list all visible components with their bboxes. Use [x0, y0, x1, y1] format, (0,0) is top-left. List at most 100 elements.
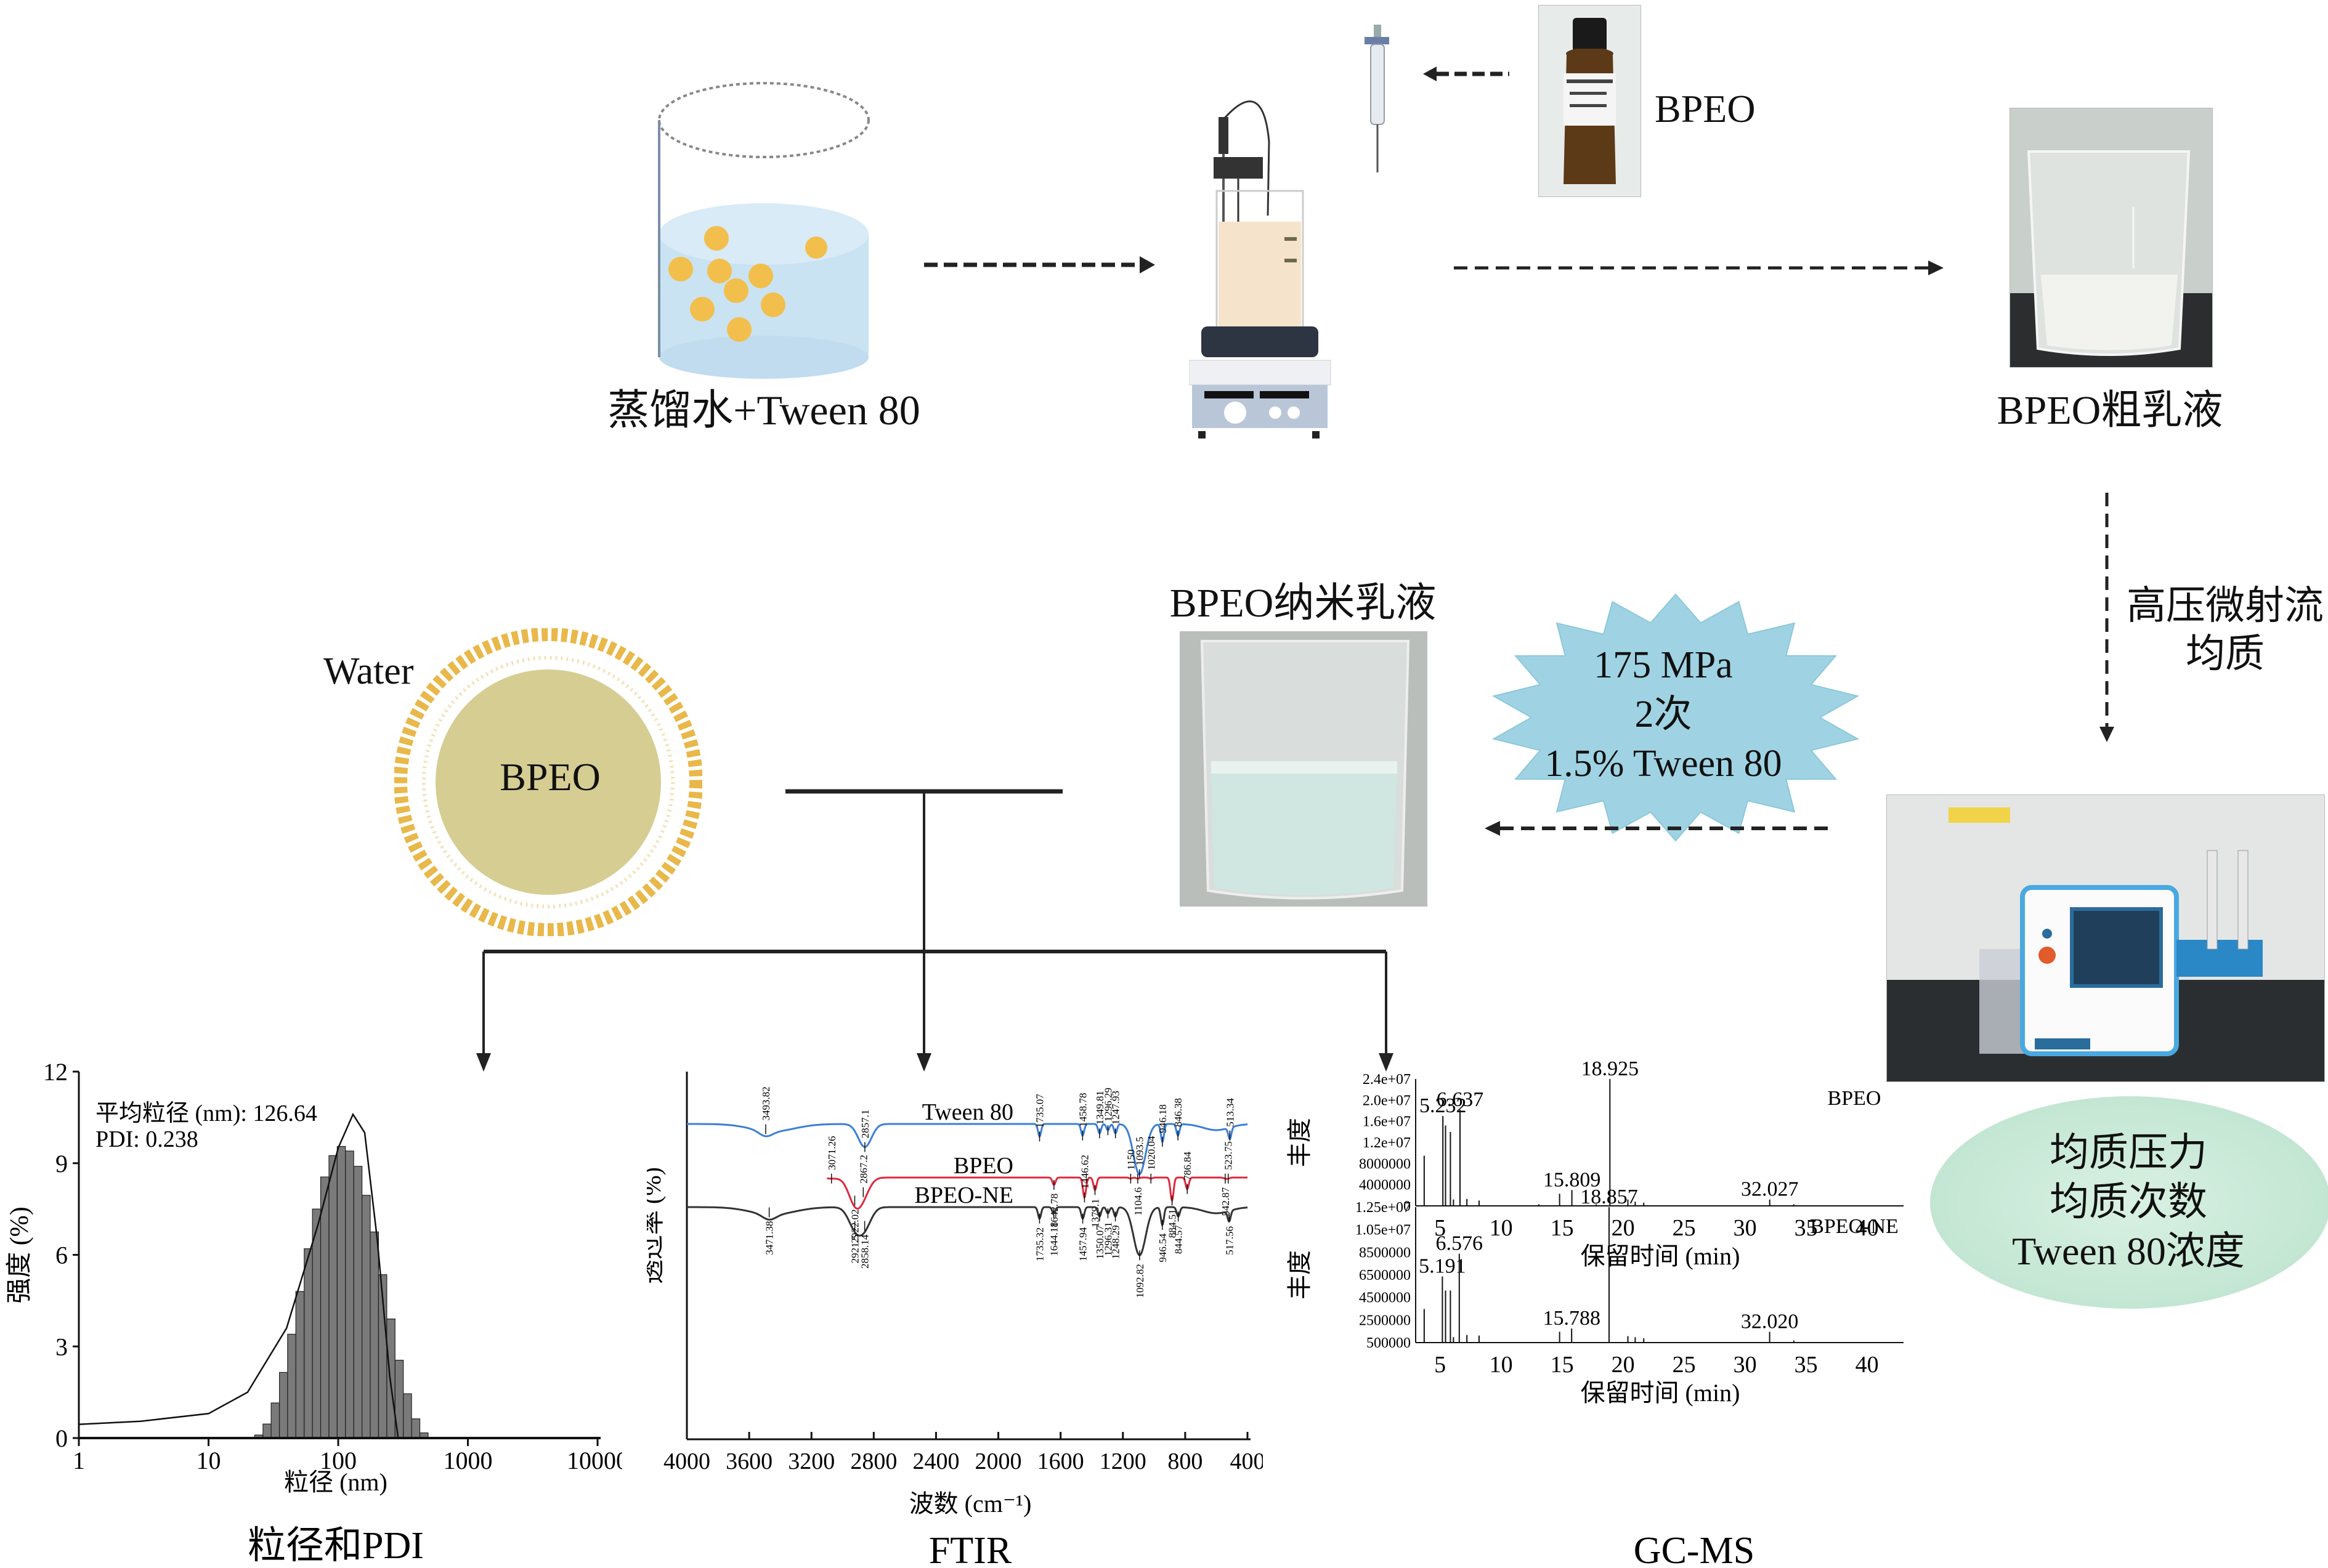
psd-bar — [353, 1166, 363, 1439]
gcms-y-tick-label: 4000000 — [1359, 1178, 1411, 1194]
ftir-series-label: BPEO — [954, 1153, 1013, 1179]
gcms-y-tick-label: 500000 — [1366, 1335, 1411, 1351]
ftir-peak-label: 2921.5 — [850, 1235, 861, 1264]
ftir-peak-label: 1093.5 — [1134, 1137, 1146, 1166]
psd-bar — [345, 1150, 354, 1439]
homogenizer-photo — [1886, 794, 2325, 1082]
gcms-peak-label: 6.576 — [1436, 1232, 1483, 1255]
ftir-x-tick-label: 2800 — [850, 1449, 897, 1474]
conditions-starburst — [1491, 593, 1860, 842]
gcms-y-tick-label: 1.05e+07 — [1355, 1222, 1411, 1239]
psd-y-tick-label: 12 — [43, 1058, 68, 1086]
psd-bars — [254, 1146, 429, 1439]
homogenize-label-line2: 均质 — [2186, 632, 2265, 676]
magnetic-stirrer-illustration — [1189, 25, 1389, 438]
psd-bar — [279, 1372, 288, 1439]
condition-cycles: 2次 — [1634, 693, 1692, 735]
psd-bar — [370, 1231, 379, 1439]
ftir-peak-label: 1642.78 — [1048, 1194, 1060, 1227]
oil-label: BPEO — [1655, 87, 1756, 131]
condition-tween: 1.5% Tween 80 — [1544, 743, 1782, 785]
gcms-x-tick-label: 40 — [1856, 1215, 1879, 1241]
coarse-emulsion-label: BPEO粗乳液 — [1997, 388, 2223, 433]
gcms-x-tick-label: 5 — [1434, 1215, 1446, 1241]
ftir-x-tick-label: 4000 — [663, 1449, 710, 1474]
ftir-peak-label: 1247.93 — [1110, 1091, 1122, 1125]
gcms-x-label: 保留时间 (min) — [1581, 1379, 1740, 1407]
gcms-y-tick-label: 4500000 — [1359, 1290, 1411, 1306]
gcms-peak-label: 5.232 — [1419, 1094, 1467, 1117]
gcms-y-tick-label: 2500000 — [1359, 1312, 1411, 1328]
ftir-peak-label: 1735.32 — [1034, 1227, 1045, 1261]
psd-x-tick-label: 10 — [197, 1447, 221, 1474]
ftir-x-tick-label: 1200 — [1100, 1449, 1146, 1474]
ftir-peak-label: 1644.18 — [1048, 1222, 1060, 1256]
conditions-text: 175 MPa 2次 1.5% Tween 80 — [1544, 641, 1782, 788]
surfactant-shell — [394, 628, 702, 936]
nanoemulsion-label: BPEO纳米乳液 — [1169, 581, 1437, 626]
ftir-peak-label: 542.87 — [1220, 1187, 1231, 1216]
factor-pressure: 均质压力 — [2050, 1131, 2207, 1174]
ftir-series-line — [687, 1206, 1248, 1256]
psd-bar — [312, 1208, 322, 1439]
gcms-x-tick-label: 20 — [1612, 1215, 1635, 1241]
oil-core — [436, 669, 661, 895]
ftir-x-tick-label: 1600 — [1037, 1449, 1084, 1474]
ftir-x-tick-label: 2000 — [975, 1449, 1022, 1474]
gcms-y-tick-label: 0 — [1403, 1198, 1411, 1214]
gcms-peak-label: 15.809 — [1543, 1168, 1601, 1191]
ftir-peak-label: 946.18 — [1157, 1104, 1169, 1133]
panel-title-ftir: FTIR — [929, 1530, 1012, 1568]
gcms-x-tick-label: 35 — [1795, 1352, 1818, 1378]
psd-bar — [287, 1333, 296, 1439]
gcms-x-tick-label: 40 — [1856, 1352, 1879, 1378]
bpeo-bottle-photo — [1538, 5, 1641, 197]
ftir-peak-label: 3493.82 — [760, 1086, 772, 1120]
gcms-sample-label: BPEO — [1828, 1087, 1881, 1110]
psd-x-tick-label: 100 — [320, 1447, 357, 1474]
psd-bar — [411, 1418, 421, 1439]
panel-title-gcms: GC-MS — [1634, 1530, 1754, 1568]
homogenizer-brand-plate — [2035, 1038, 2090, 1049]
tween-micelles — [668, 226, 827, 342]
step1-label: 蒸馏水+Tween 80 — [607, 387, 920, 434]
gcms-peak-label: 32.027 — [1741, 1178, 1799, 1201]
nanodroplet-diagram — [394, 628, 702, 936]
psd-bar — [328, 1155, 338, 1439]
gcms-y-tick-label: 6500000 — [1359, 1267, 1411, 1283]
water-beaker-illustration — [658, 82, 870, 379]
ftir-x-tick-label: 800 — [1167, 1449, 1203, 1474]
psd-bar — [304, 1248, 313, 1439]
ftir-peak-label: 1296.29 — [1102, 1088, 1114, 1121]
beaker-photo-icon — [2010, 150, 2212, 367]
ftir-peak-label: 1092.82 — [1134, 1264, 1146, 1298]
ftir-peak-label: 1349.81 — [1094, 1091, 1106, 1125]
gcms-x-tick-label: 10 — [1490, 1352, 1513, 1378]
gcms-y-tick-label: 1.6e+07 — [1363, 1114, 1411, 1130]
gcms-y-label: 丰度 — [1286, 1250, 1313, 1299]
flow-arrow-down — [2099, 493, 2114, 742]
factors-ellipse — [1930, 1096, 2328, 1309]
analysis-branch-connector — [476, 789, 1393, 1072]
homogenize-label-line1: 高压微射流 — [2127, 584, 2324, 628]
psd-x-tick-label: 10000 — [567, 1447, 622, 1474]
flow-arrow-right-1 — [924, 256, 1155, 273]
gcms-y-tick-label: 2.4e+07 — [1363, 1072, 1411, 1088]
factor-cycles: 均质次数 — [2050, 1180, 2207, 1224]
gcms-peak-label: 5.191 — [1419, 1255, 1466, 1278]
psd-fit-curve — [78, 1112, 399, 1439]
gcms-x-tick-label: 25 — [1673, 1352, 1696, 1378]
homogenize-label: 高压微射流 均质 — [2127, 582, 2324, 678]
ftir-peak-label: 517.56 — [1223, 1226, 1235, 1255]
ftir-peak-label: 2867.2 — [858, 1155, 869, 1184]
psd-bar — [320, 1176, 330, 1439]
ftir-series-line — [827, 1176, 1247, 1210]
droplet-core-label: BPEO — [500, 755, 601, 799]
psd-bar — [403, 1393, 412, 1439]
gcms-y-tick-label: 1.2e+07 — [1363, 1135, 1411, 1151]
flow-arrow-left-oil — [1423, 67, 1509, 81]
factor-tween-concentration: Tween 80浓度 — [2012, 1229, 2245, 1273]
psd-y-tick-label: 9 — [55, 1150, 68, 1178]
